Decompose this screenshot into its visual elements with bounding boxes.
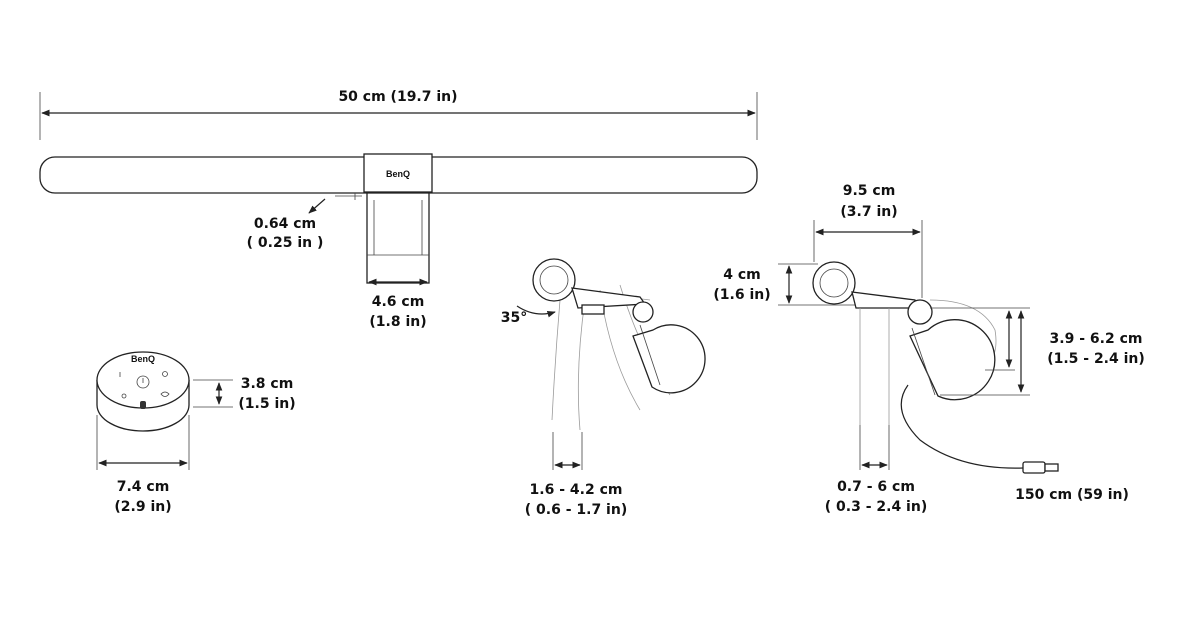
arm-length-cm: 9.5 cm — [843, 183, 896, 199]
bar-brand-logo: BenQ — [386, 169, 410, 179]
monitor-ghost — [577, 299, 586, 431]
clip-range-in: (1.5 - 2.4 in) — [1047, 351, 1145, 367]
remote-height-in: (1.5 in) — [238, 396, 295, 412]
clip-pad — [581, 304, 605, 315]
light-bar-head — [363, 153, 433, 193]
sensor-icon — [140, 401, 146, 409]
usb-connector-icon — [1044, 463, 1059, 472]
counterweight — [909, 319, 996, 401]
counterweight — [632, 324, 706, 394]
monitor-thickness-a-cm: 1.6 - 4.2 cm — [530, 482, 623, 498]
monitor-thickness-a-in: ( 0.6 - 1.7 in) — [525, 502, 627, 518]
brightness-icon — [162, 371, 168, 377]
counterweight-line — [911, 327, 936, 396]
remote-diameter-cm: 7.4 cm — [117, 479, 170, 495]
clip-hinge — [907, 299, 933, 325]
clip-arm — [851, 291, 919, 309]
remote-diameter-in: (2.9 in) — [114, 499, 171, 515]
clamp-body — [366, 192, 430, 284]
remote-height-cm: 3.8 cm — [241, 376, 294, 392]
clamp-width-cm: 4.6 cm — [372, 294, 425, 310]
bar-length-label: 50 cm (19.7 in) — [338, 89, 457, 105]
clamp-width-in: (1.8 in) — [369, 314, 426, 330]
clip-hinge — [632, 301, 654, 323]
bar-thickness-cm: 0.64 cm — [254, 216, 316, 232]
tilt-angle-label: 35° — [501, 310, 527, 326]
color-temp-icon — [121, 393, 127, 399]
remote-brand-logo: BenQ — [131, 354, 155, 364]
usb-cable — [900, 384, 1024, 469]
usb-plug — [1022, 461, 1046, 474]
monitor-ghost — [551, 299, 561, 421]
side-view-tilt: 35° 1.6 - 4.2 cm ( 0.6 - 1.7 in) — [501, 258, 706, 518]
bar-cross-section-inner — [539, 265, 569, 295]
bar-cross-section-outer — [532, 258, 576, 302]
monitor-thickness-b-in: ( 0.3 - 2.4 in) — [825, 499, 927, 515]
side-view-clip: 9.5 cm (3.7 in) 4 cm (1.6 in) 150 cm (59… — [713, 183, 1144, 515]
monitor-thickness-b-cm: 0.7 - 6 cm — [837, 479, 915, 495]
bar-thickness-in: ( 0.25 in ) — [247, 235, 324, 251]
bar-cross-section-inner — [819, 268, 849, 298]
arm-length-in: (3.7 in) — [840, 204, 897, 220]
counterweight-line — [639, 324, 661, 386]
cable-length-label: 150 cm (59 in) — [1015, 487, 1129, 503]
light-bar-front-view: 50 cm (19.7 in) BenQ 4.6 cm (1.8 in) 0.6… — [39, 89, 758, 330]
bar-height-cm: 4 cm — [723, 267, 761, 283]
thickness-pointer — [308, 198, 326, 214]
auto-mode-icon — [160, 391, 170, 397]
tilt-arrow — [516, 305, 556, 318]
bar-cross-section-outer — [812, 261, 856, 305]
clip-range-cm: 3.9 - 6.2 cm — [1050, 331, 1143, 347]
remote-controller: BenQ 3.8 cm (1.5 in) 7.4 cm (2.9 in) — [96, 351, 296, 515]
power-button-icon — [136, 375, 150, 389]
bar-height-in: (1.6 in) — [713, 287, 770, 303]
